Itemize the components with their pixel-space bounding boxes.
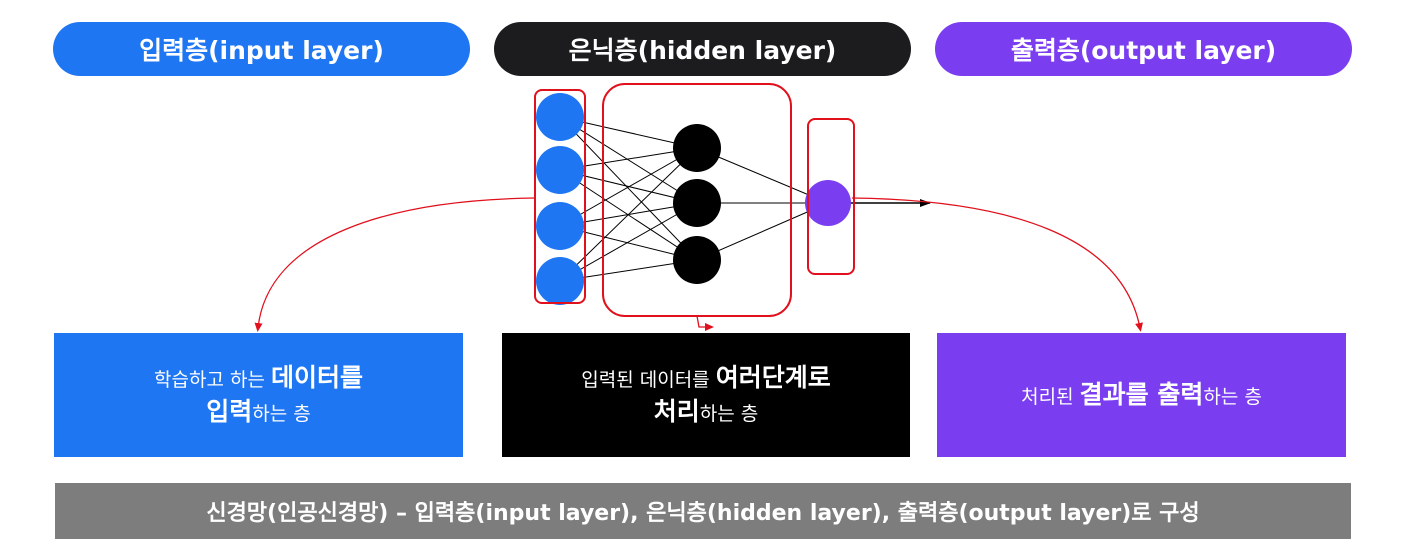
input-layer-title-text: 입력층(input layer) [139,36,384,65]
edge-line [559,147,698,227]
hidden-desc-line1-strong: 여러단계로 [715,363,831,393]
description-connectors [254,197,1143,332]
input-desc-line1-normal: 학습하고 하는 [154,369,271,392]
summary-caption-text: 신경망(인공신경망) – 입력층(input layer), 은닉층(hidde… [206,501,1200,526]
output-node [805,180,851,226]
hidden-node [673,179,721,227]
network-nodes [536,93,851,305]
output-layer-title: 출력층(output layer) [935,22,1352,76]
input-desc-line2-strong: 입력 [206,397,253,426]
input-desc-line2-normal: 하는 층 [252,403,311,425]
summary-caption: 신경망(인공신경망) – 입력층(input layer), 은닉층(hidde… [55,483,1351,539]
hidden-layer-description: 입력된 데이터를 여러단계로 처리하는 층 [502,333,910,457]
input-node [536,257,584,305]
input-node [536,202,584,250]
output-desc-line1-strong: 결과를 출력 [1079,380,1204,410]
edge-line [559,147,698,282]
output-layer-description: 처리된 결과를 출력하는 층 [937,333,1346,457]
output-layer-title-text: 출력층(output layer) [1010,36,1277,65]
edge-line [559,202,698,282]
input-connector [254,197,536,332]
hidden-layer-title-text: 은닉층(hidden layer) [568,36,837,65]
hidden-node [673,124,721,172]
hidden-desc-line2-strong: 처리 [653,397,700,426]
hidden-layer-title: 은닉층(hidden layer) [494,22,911,76]
input-layer-description: 학습하고 하는 데이터를 입력하는 층 [54,333,463,457]
output-connector [851,197,1143,332]
input-desc-line1-strong: 데이터를 [270,363,363,393]
input-layer-title: 입력층(input layer) [53,22,470,76]
edge-line [559,116,698,261]
edge-line [559,116,698,204]
input-layer-frame [534,89,586,304]
hidden-desc-line1-normal: 입력된 데이터를 [581,369,716,392]
output-desc-line1-tail: 하는 층 [1203,386,1262,409]
output-layer-frame [807,118,855,275]
input-node [536,146,584,194]
input-node [536,93,584,141]
hidden-connector [696,315,714,331]
output-desc-line1-normal: 처리된 [1021,386,1080,409]
hidden-desc-line2-normal: 하는 층 [699,403,759,425]
hidden-node [673,236,721,284]
